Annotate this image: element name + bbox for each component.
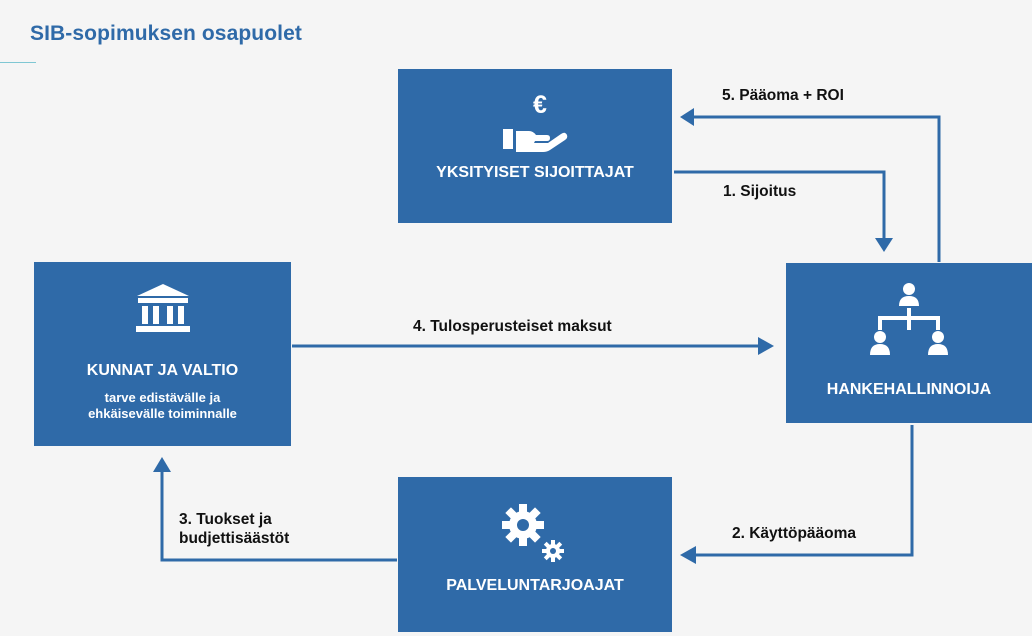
municipalities-label: KUNNAT JA VALTIO: [86, 362, 239, 379]
municipalities-sublabel-2: ehkäisevälle toiminnalle: [88, 406, 237, 421]
arrowhead-payments: [758, 337, 774, 355]
arrowhead-return: [680, 108, 694, 126]
providers-box: PALVELUNTARJOAJAT: [398, 477, 672, 632]
page-title: SIB-sopimuksen osapuolet: [30, 22, 302, 45]
project-manager-label: HANKEHALLINNOIJA: [826, 381, 992, 398]
arrow-outcomes: [160, 470, 397, 562]
svg-text:€: €: [533, 91, 547, 119]
flow-label-payments: 4. Tulosperusteiset maksut: [413, 318, 612, 335]
arrowhead-working-capital: [680, 546, 696, 564]
org-chart-icon: [870, 283, 948, 355]
accent-line: [0, 62, 36, 63]
flow-label-investment: 1. Sijoitus: [723, 183, 797, 200]
flow-label-outcomes-1: 3. Tuokset ja: [179, 511, 272, 528]
hand-euro-icon: €: [503, 91, 568, 152]
gears-icon: [502, 504, 564, 562]
flow-label-outcomes-2: budjettisäästöt: [179, 530, 290, 547]
investors-box: € YKSITYISET SIJOITTAJAT: [398, 69, 672, 223]
providers-label: PALVELUNTARJOAJAT: [446, 577, 624, 594]
flow-label-working-capital: 2. Käyttöpääoma: [732, 525, 857, 542]
investors-label: YKSITYISET SIJOITTAJAT: [436, 164, 634, 181]
arrow-investment: [674, 170, 886, 240]
bank-building-icon: [135, 284, 190, 332]
flow-label-return: 5. Pääoma + ROI: [722, 87, 844, 104]
arrow-return: [692, 115, 941, 262]
project-manager-box: HANKEHALLINNOIJA: [786, 263, 1032, 423]
arrow-working-capital: [694, 425, 914, 557]
arrowhead-outcomes: [153, 457, 171, 472]
municipalities-box: KUNNAT JA VALTIO tarve edistävälle ja eh…: [34, 262, 291, 446]
municipalities-sublabel-1: tarve edistävälle ja: [104, 390, 221, 405]
arrowhead-investment: [875, 238, 893, 252]
